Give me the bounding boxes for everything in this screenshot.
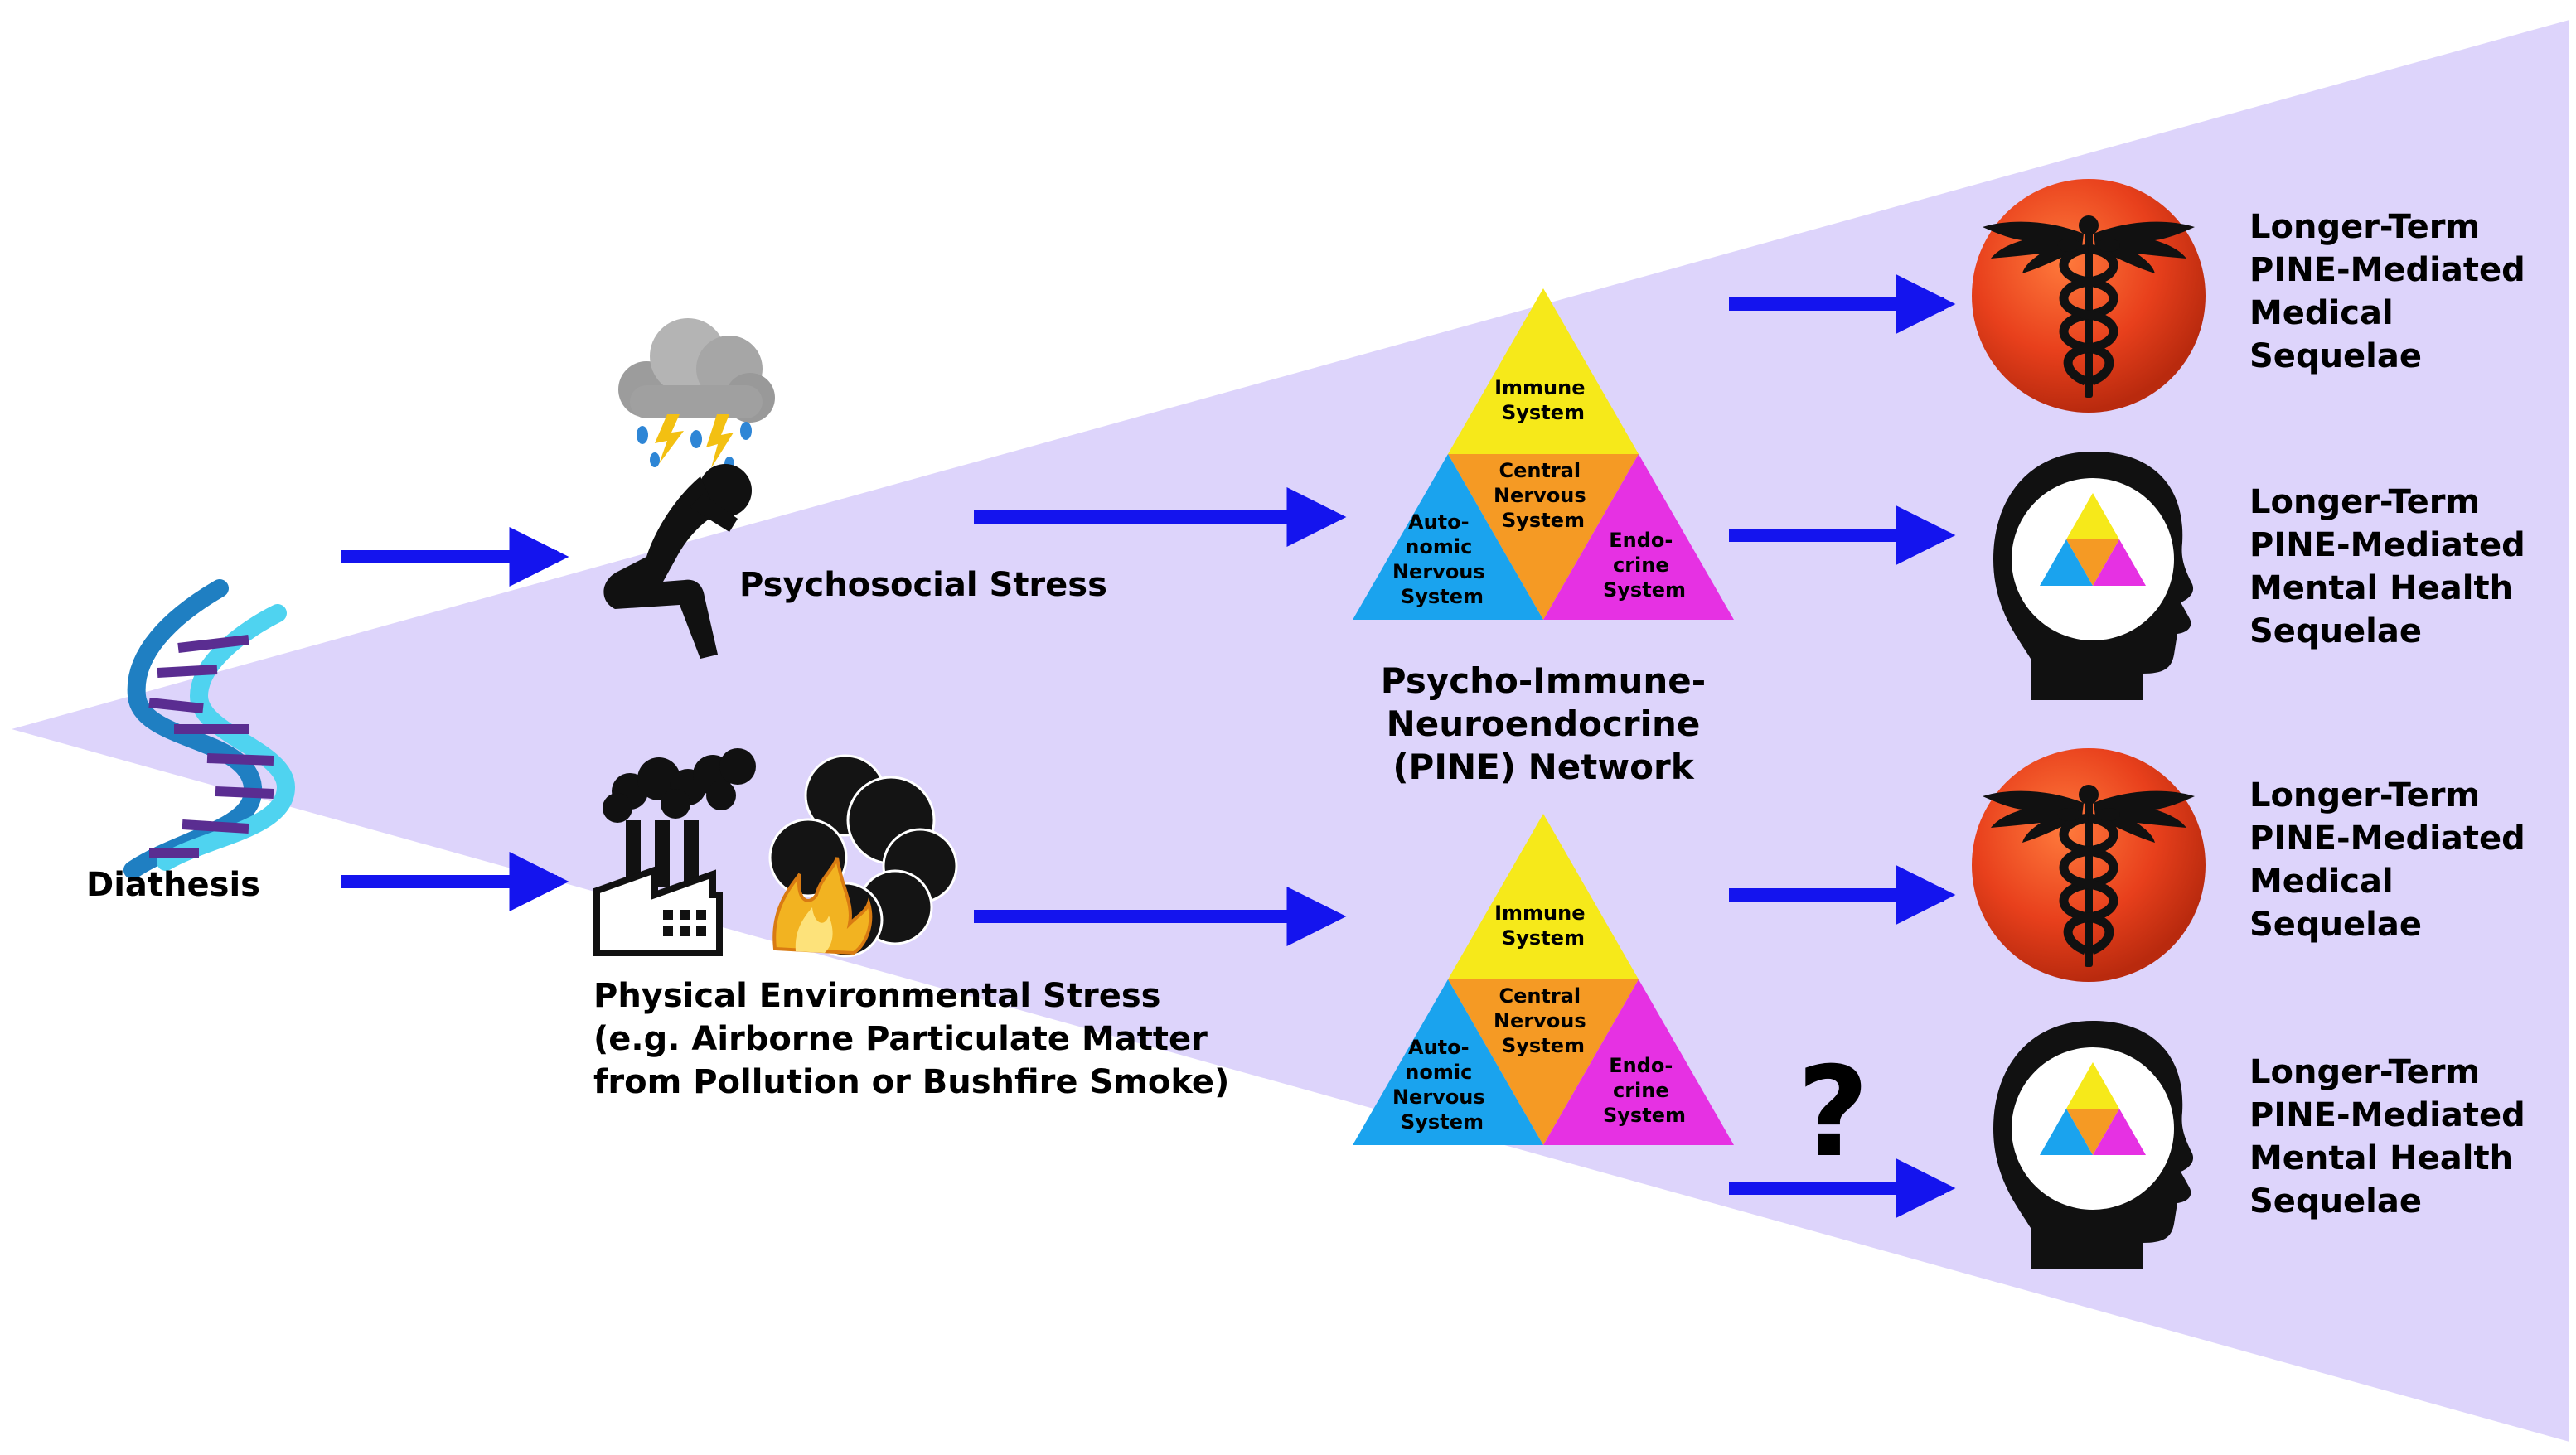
svg-text:Central Nervous Sy: Central Nervous System (1494, 459, 1593, 532)
diathesis-label: Diathesis (86, 866, 260, 904)
pine-triangle-bottom: Immune System Central Nervous System Aut… (1353, 814, 1734, 1145)
svg-text:Endo- crine System: Endo- crine System (1603, 1054, 1686, 1127)
outcome-mental-bottom: Longer-Term PINE-Mediated Mental Health … (2249, 1053, 2525, 1221)
outcome-medical-bottom: Longer-Term PINE-Mediated Medical Sequel… (2249, 776, 2525, 944)
dna-helix-icon (123, 579, 296, 879)
autonomic-label: Auto- (1408, 1036, 1470, 1059)
physical-stress-label: Physical Environmental Stress (e.g. Airb… (593, 977, 1230, 1101)
medical-circle-bottom (1972, 748, 2206, 982)
funnel-background (12, 20, 2569, 1442)
endocrine-label: Endo- (1609, 529, 1673, 552)
endocrine-label: Endo- (1609, 1054, 1673, 1077)
immune-label: Immune (1494, 376, 1585, 399)
pine-triangle-top: Immune System Central Nervous System Aut… (1353, 288, 1734, 620)
factory-icon (593, 748, 756, 956)
pine-network-label: Psycho-Immune- Neuroendocrine (PINE) Net… (1380, 660, 1707, 787)
immune-label: Immune (1494, 902, 1585, 925)
svg-text:Endo- crine System: Endo- crine System (1603, 529, 1686, 602)
arrows (341, 274, 1956, 1218)
svg-text:Immune System: Immune System (1494, 376, 1592, 424)
bushfire-smoke-icon (768, 754, 958, 958)
svg-text:Auto- nomic Nervou: Auto- nomic Nervous System (1392, 510, 1492, 608)
autonomic-label: Auto- (1408, 510, 1470, 534)
svg-text:Auto- nomic Nervou: Auto- nomic Nervous System (1392, 1036, 1492, 1134)
outcome-medical-top: Longer-Term PINE-Mediated Medical Sequel… (2249, 208, 2525, 375)
central-label: Central (1499, 459, 1581, 482)
central-label: Central (1499, 984, 1581, 1008)
psychosocial-stress-label: Psychosocial Stress (739, 566, 1107, 604)
svg-text:Central Nervous Sy: Central Nervous System (1494, 984, 1593, 1057)
outcome-mental-top: Longer-Term PINE-Mediated Mental Health … (2249, 483, 2525, 650)
distressed-person-icon (603, 464, 752, 659)
question-mark: ? (1797, 1041, 1870, 1185)
svg-text:Immune System: Immune System (1494, 902, 1592, 950)
storm-cloud-icon (618, 318, 775, 471)
medical-circle-top (1972, 179, 2206, 413)
